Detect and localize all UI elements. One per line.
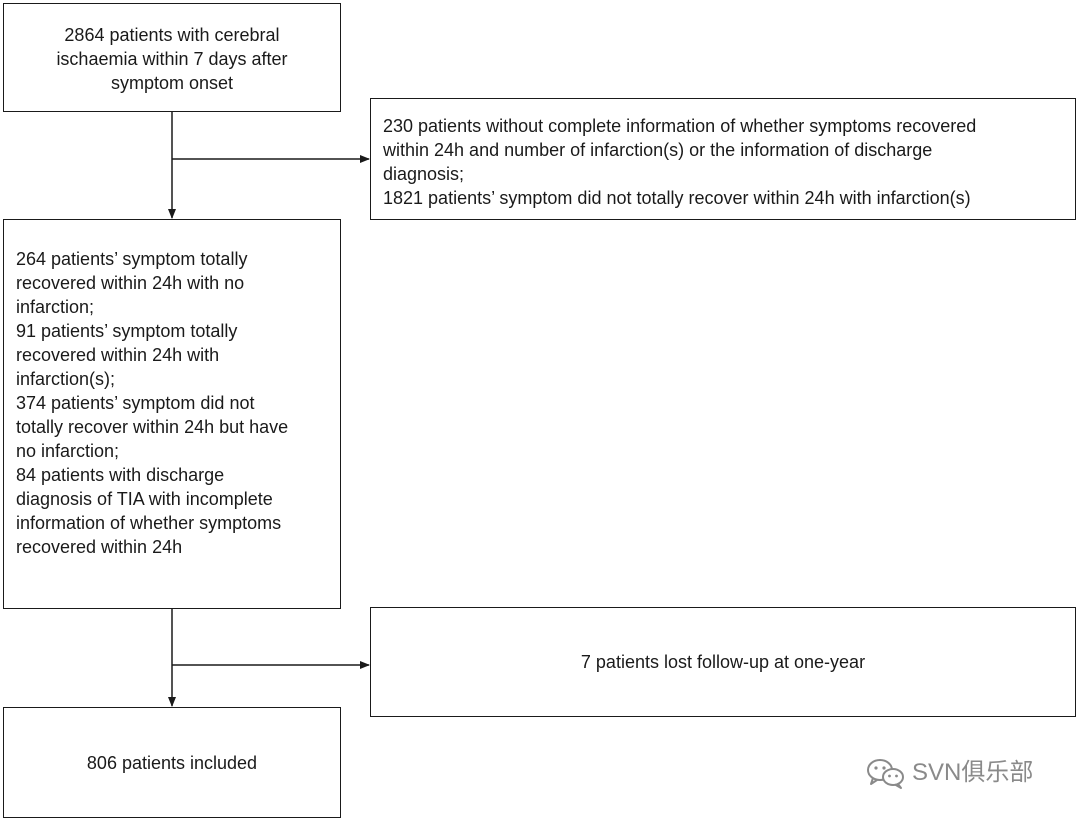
middle-box-line: 374 patients’ symptom did not bbox=[16, 393, 255, 413]
middle-box-line: 264 patients’ symptom totally bbox=[16, 249, 248, 269]
middle-box-line: recovered within 24h with bbox=[16, 345, 220, 365]
middle-box-line: recovered within 24h bbox=[16, 537, 183, 557]
middle-box-line: information of whether symptoms bbox=[16, 513, 282, 533]
exclusion-box-1-line: within 24h and number of infarction(s) o… bbox=[383, 140, 933, 160]
exclusion-box-2-text: 7 patients lost follow-up at one-year bbox=[580, 652, 866, 672]
start-box-line: symptom onset bbox=[110, 73, 234, 93]
exclusion-box-1-line: diagnosis; bbox=[383, 164, 465, 184]
final-box-text: 806 patients included bbox=[86, 752, 258, 773]
exclusion-box-1: 230 patients without complete informatio… bbox=[370, 98, 1076, 220]
middle-box-line: totally recover within 24h but have bbox=[16, 417, 289, 437]
wechat-icon bbox=[866, 757, 906, 789]
middle-box: 264 patients’ symptom totally recovered … bbox=[3, 219, 341, 609]
final-box: 806 patients included bbox=[3, 707, 341, 818]
exclusion-box-1-line: 230 patients without complete informatio… bbox=[383, 116, 977, 136]
exclusion-box-1-line: 1821 patients’ symptom did not totally r… bbox=[383, 188, 971, 208]
middle-box-line: diagnosis of TIA with incomplete bbox=[16, 489, 273, 509]
middle-box-line: no infarction; bbox=[16, 441, 120, 461]
middle-box-line: infarction; bbox=[16, 297, 95, 317]
watermark: SVN俱乐部 bbox=[866, 757, 1033, 789]
start-box-line: ischaemia within 7 days after bbox=[56, 49, 288, 69]
start-box-line: 2864 patients with cerebral bbox=[64, 25, 280, 45]
start-box: 2864 patients with cerebral ischaemia wi… bbox=[3, 3, 341, 112]
watermark-text: SVN俱乐部 bbox=[912, 759, 1034, 786]
middle-box-line: 91 patients’ symptom totally bbox=[16, 321, 238, 341]
middle-box-line: 84 patients with discharge bbox=[16, 465, 225, 485]
middle-box-line: infarction(s); bbox=[16, 369, 116, 389]
exclusion-box-2: 7 patients lost follow-up at one-year bbox=[370, 607, 1076, 717]
middle-box-line: recovered within 24h with no bbox=[16, 273, 245, 293]
